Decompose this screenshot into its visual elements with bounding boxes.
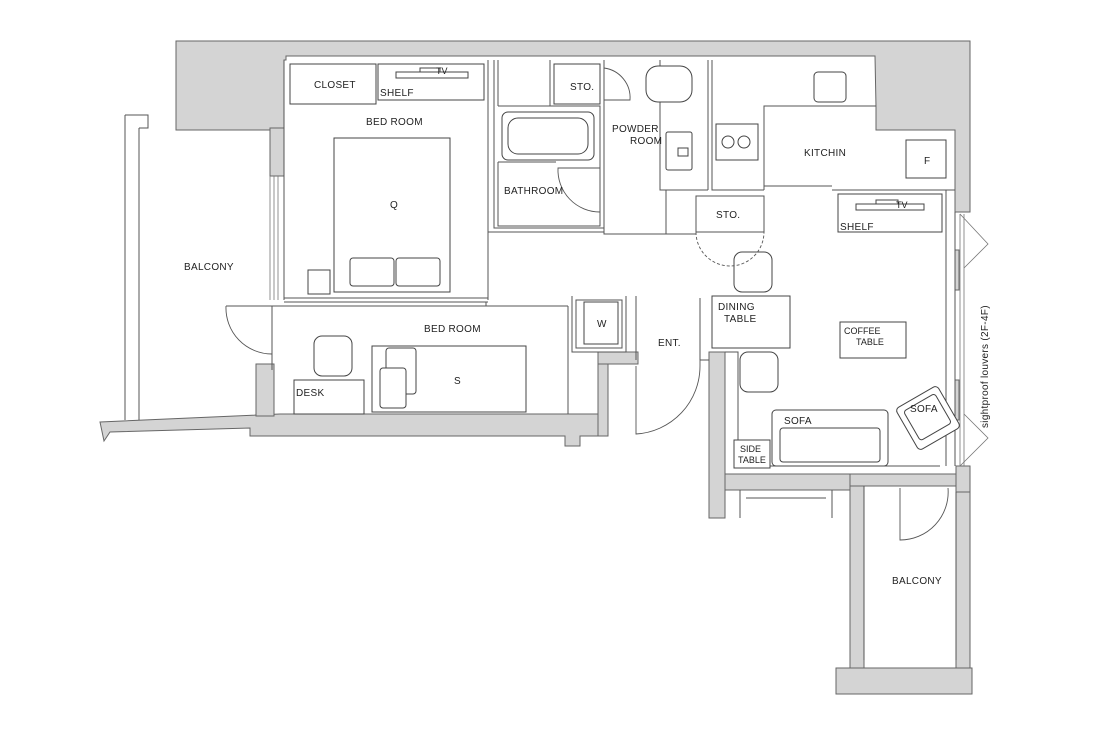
toilet [645, 65, 693, 103]
desk [293, 379, 365, 415]
living-tv-label: TV [896, 200, 908, 210]
storage-2-label: STO. [716, 210, 740, 221]
bedroom-1-label: BED ROOM [366, 117, 423, 128]
sofa-chair-label: SOFA [910, 404, 938, 415]
storage-1-label: STO. [570, 82, 594, 93]
bedroom-shelf-label: SHELF [380, 88, 414, 99]
coffee-label-2: TABLE [856, 337, 884, 347]
dining-label-1: DINING [718, 302, 755, 313]
desk-label: DESK [296, 388, 324, 399]
bedroom-2-label: BED ROOM [424, 324, 481, 335]
single-bed-label: S [454, 376, 461, 387]
kitchen-label: KITCHIN [804, 148, 846, 159]
closet-label: CLOSET [314, 80, 356, 91]
queen-bed-label: Q [390, 200, 398, 211]
side-table-label-1: SIDE [740, 444, 761, 454]
side-table-label-2: TABLE [738, 455, 766, 465]
balcony-left-label: BALCONY [184, 262, 234, 273]
exterior-walls [99, 40, 973, 695]
fridge [905, 139, 947, 179]
dining-table [711, 295, 791, 349]
w-box [583, 301, 619, 345]
doors [225, 67, 989, 541]
room-labels: CLOSET TV SHELF BED ROOM Q BALCONY BED R… [184, 66, 991, 587]
coffee-label-1: COFFEE [844, 326, 881, 336]
dining-label-2: TABLE [724, 314, 756, 325]
bedroom-tv-label: TV [436, 66, 448, 76]
coffee-table [839, 321, 907, 359]
closet-box [289, 63, 377, 105]
living-shelf-label: SHELF [840, 222, 874, 233]
louvers-label: sightproof louvers (2F-4F) [980, 305, 991, 428]
powder-room-label-1: POWDER [612, 124, 659, 135]
w-label: W [597, 319, 607, 330]
entrance-label: ENT. [658, 338, 681, 349]
furniture [289, 63, 960, 469]
sofa-label: SOFA [784, 416, 812, 427]
side-table [733, 439, 771, 469]
balcony-right-label: BALCONY [892, 576, 942, 587]
fridge-label: F [924, 156, 930, 167]
powder-room-label-2: ROOM [630, 136, 662, 147]
bathroom-label: BATHROOM [504, 186, 563, 197]
interior-walls [124, 60, 965, 660]
